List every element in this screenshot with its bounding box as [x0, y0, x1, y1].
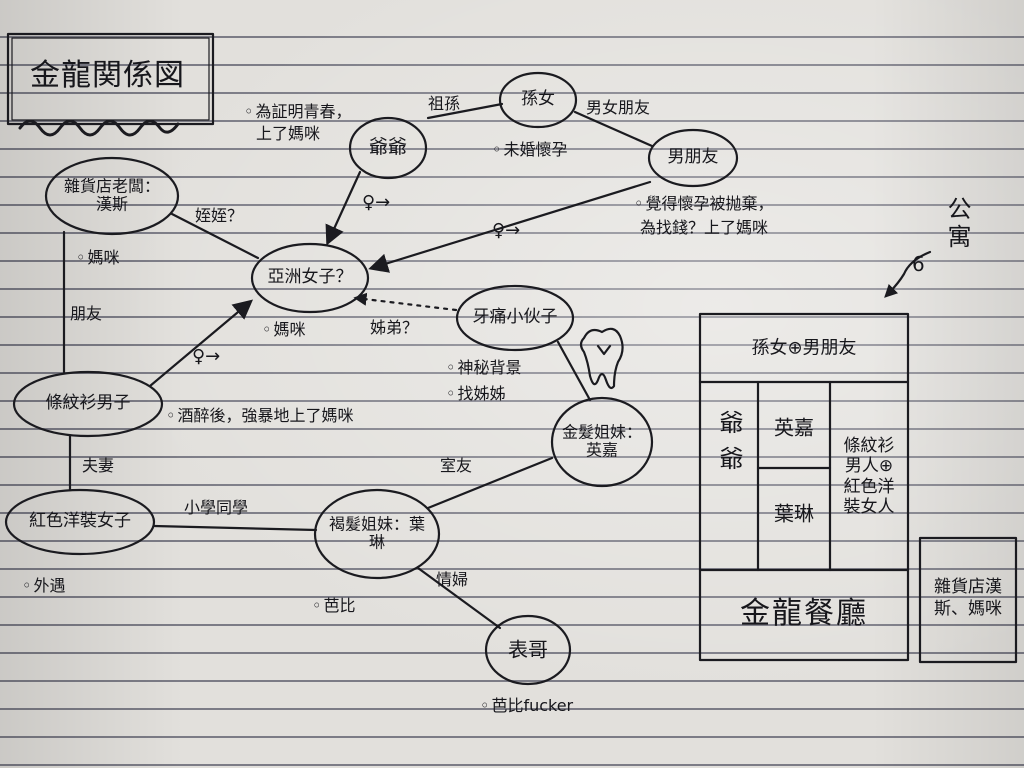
- toothache-note-2: 找姊姊: [446, 380, 505, 404]
- apartment-label: 公寓: [943, 196, 971, 252]
- boyfriend-circle: [647, 128, 739, 188]
- asian-woman-note: 媽咪: [262, 316, 305, 340]
- edge-label-suspected-lover: 姪姪？: [195, 206, 244, 225]
- yelin-circle: [313, 488, 441, 580]
- apartment-room-yingjia: 英嘉: [774, 415, 814, 440]
- apartment-room-couple: 條紋衫男人⊕紅色洋裝女人: [843, 436, 895, 518]
- node-granddaughter: 孫女: [521, 89, 555, 110]
- boyfriend-note-1: 覺得懷孕被抛棄，: [634, 190, 773, 214]
- apartment-room-yelin: 葉琳: [774, 501, 814, 526]
- tattoo-man-circle: [12, 370, 164, 438]
- apartment-top-room: 孫女⊕男朋友: [751, 337, 857, 359]
- grandpa-note-1: 為証明青春，: [244, 98, 351, 122]
- boyfriend-note-2: 為找錢？上了媽咪: [640, 218, 769, 237]
- edge-label-classmates: 小學同學: [184, 498, 249, 517]
- granddaughter-circle: [498, 71, 578, 129]
- page-title: 金龍関係図: [30, 58, 185, 93]
- apartment-room-grandpa: 爺爺: [715, 410, 743, 482]
- granddaughter-note: 未婚懷孕: [492, 136, 567, 160]
- grandpa-note-2: 上了媽咪: [256, 124, 321, 143]
- toothache-note-1: 神秘背景: [446, 354, 521, 378]
- shopowner-circle: [44, 156, 180, 236]
- node-boyfriend: 男朋友: [667, 147, 719, 168]
- edge-label-friends: 朋友: [70, 304, 103, 323]
- apartment-shop: 雜貨店漢斯、媽咪: [934, 576, 1002, 619]
- edge-label-married: 夫妻: [82, 456, 115, 475]
- title-box: [6, 32, 215, 126]
- edge-label-romantic: 男女朋友: [586, 98, 651, 117]
- asian-woman-circle: [250, 242, 370, 314]
- node-yelin: 褐髮姐妹：葉琳: [329, 514, 426, 552]
- tattoo-note: 酒醉後，強暴地上了媽咪: [166, 402, 353, 426]
- shop-box: [918, 536, 1018, 664]
- edge-label-lovers: 情婦: [436, 570, 469, 589]
- red-woman-note: 外遇: [22, 572, 65, 596]
- node-shopowner: 雜貨店老闆：漢斯: [63, 176, 160, 214]
- apartment-building: [698, 312, 910, 662]
- node-toothache-guy: 牙痛小伙子: [472, 307, 558, 328]
- shopowner-note: 媽咪: [76, 244, 119, 268]
- node-cousin: 表哥: [508, 637, 548, 662]
- apartment-restaurant: 金龍餐廳: [740, 595, 868, 631]
- edge-label-roommates: 室友: [440, 456, 473, 475]
- node-grandpa: 爺爺: [368, 136, 408, 159]
- red-woman-circle: [4, 488, 156, 556]
- female-symbol-grandpa: ♀→: [362, 192, 391, 213]
- tooth-doodle: [579, 327, 624, 390]
- female-symbol-tattoo: ♀→: [192, 346, 221, 367]
- node-red-woman: 紅色洋裝女子: [29, 511, 131, 532]
- yingjia-circle: [550, 396, 654, 488]
- grandpa-circle: [348, 116, 428, 180]
- edge-label-grandfather-grandchild: 祖孫: [428, 94, 461, 113]
- toothache-circle: [455, 284, 575, 352]
- cousin-note: 芭比fucker: [480, 692, 573, 716]
- cousin-circle: [484, 614, 572, 686]
- yelin-note: 芭比: [312, 592, 355, 616]
- node-tattoo-man: 條紋衫男子: [45, 393, 131, 414]
- dragon-doodle: [18, 119, 180, 137]
- apartment-floor-number: 6: [912, 252, 925, 276]
- female-symbol-boyfriend: ♀→: [492, 220, 521, 241]
- edge-label-siblings: 姊弟？: [370, 318, 419, 337]
- node-yingjia: 金髮姐妹：英嘉: [562, 422, 643, 460]
- node-asian-woman: 亞洲女子？: [267, 267, 353, 288]
